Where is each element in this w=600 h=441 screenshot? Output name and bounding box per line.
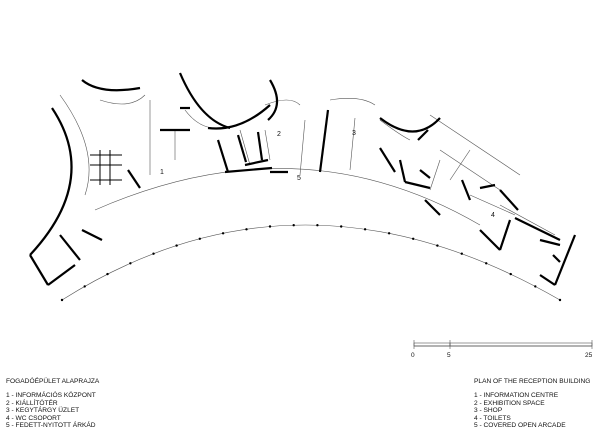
room-number-information-centre: 1: [160, 169, 164, 176]
arcade-column: [60, 298, 64, 302]
arcade-column: [245, 228, 248, 231]
scale-bar: [413, 340, 593, 349]
arcade-column: [558, 298, 562, 302]
legend-hungarian: FOGADÓÉPÜLET ALAPRAJZA 1 - INFORMÁCIÓS K…: [6, 378, 99, 429]
room-number-arcade: 5: [297, 175, 301, 182]
arcade-column: [292, 224, 295, 227]
legend-english-item: 2 - EXHIBITION SPACE: [474, 399, 545, 407]
arcade-column: [340, 225, 343, 228]
arcade-column: [460, 252, 463, 255]
arcade-column: [106, 272, 109, 276]
legend-english-title: PLAN OF THE RECEPTION BUILDING: [474, 378, 591, 385]
legend-hungarian-item: 4 - WC CSOPORT: [6, 414, 61, 422]
thick-wall-lines: [29, 72, 577, 286]
arcade-column: [436, 244, 439, 247]
arcade-column: [268, 225, 272, 228]
arcade-column: [152, 252, 155, 255]
legend-hungarian-title: FOGADÓÉPÜLET ALAPRAJZA: [6, 378, 100, 385]
legend-english-item: 5 - COVERED OPEN ARCADE: [474, 422, 566, 430]
arcade-column: [221, 232, 225, 235]
legend-hungarian-item: 2 - KIÁLLÍTÓTÉR: [6, 399, 58, 407]
room-number-exhibition-space: 2: [277, 131, 281, 138]
arcade-column: [316, 224, 319, 227]
arcade-column: [534, 285, 537, 288]
arcade-column: [175, 244, 178, 247]
legend-hungarian-item: 3 - KEGYTÁRGY ÜZLET: [6, 407, 80, 415]
arcade-column: [485, 262, 488, 265]
arcade-column: [412, 237, 415, 240]
arcade-column: [83, 285, 86, 288]
thin-outline-lines: [59, 94, 561, 301]
arcade-column: [363, 228, 367, 231]
wc-partitions: [90, 150, 122, 185]
room-number-shop: 3: [352, 130, 356, 137]
legend-english: PLAN OF THE RECEPTION BUILDING 1 - INFOR…: [474, 378, 590, 429]
room-number-toilets: 4: [491, 212, 495, 219]
arcade-columns: [60, 224, 562, 302]
legend-english-item: 3 - SHOP: [474, 407, 503, 415]
legend-english-item: 1 - INFORMATION CENTRE: [474, 392, 559, 400]
arcade-column: [509, 272, 512, 276]
legend-hungarian-item: 1 - INFORMÁCIÓS KÖZPONT: [6, 392, 96, 400]
arcade-column: [129, 262, 132, 265]
legend-hungarian-item: 5 - FEDETT-NYITOTT ÁRKÁD: [6, 422, 96, 430]
scale-tick-0: 0: [411, 352, 415, 359]
arcade-column: [387, 232, 391, 235]
arcade-column: [198, 237, 201, 240]
scale-tick-5: 5: [447, 352, 451, 359]
scale-tick-25: 25: [585, 352, 593, 359]
legend-english-item: 4 - TOILETS: [474, 414, 511, 422]
